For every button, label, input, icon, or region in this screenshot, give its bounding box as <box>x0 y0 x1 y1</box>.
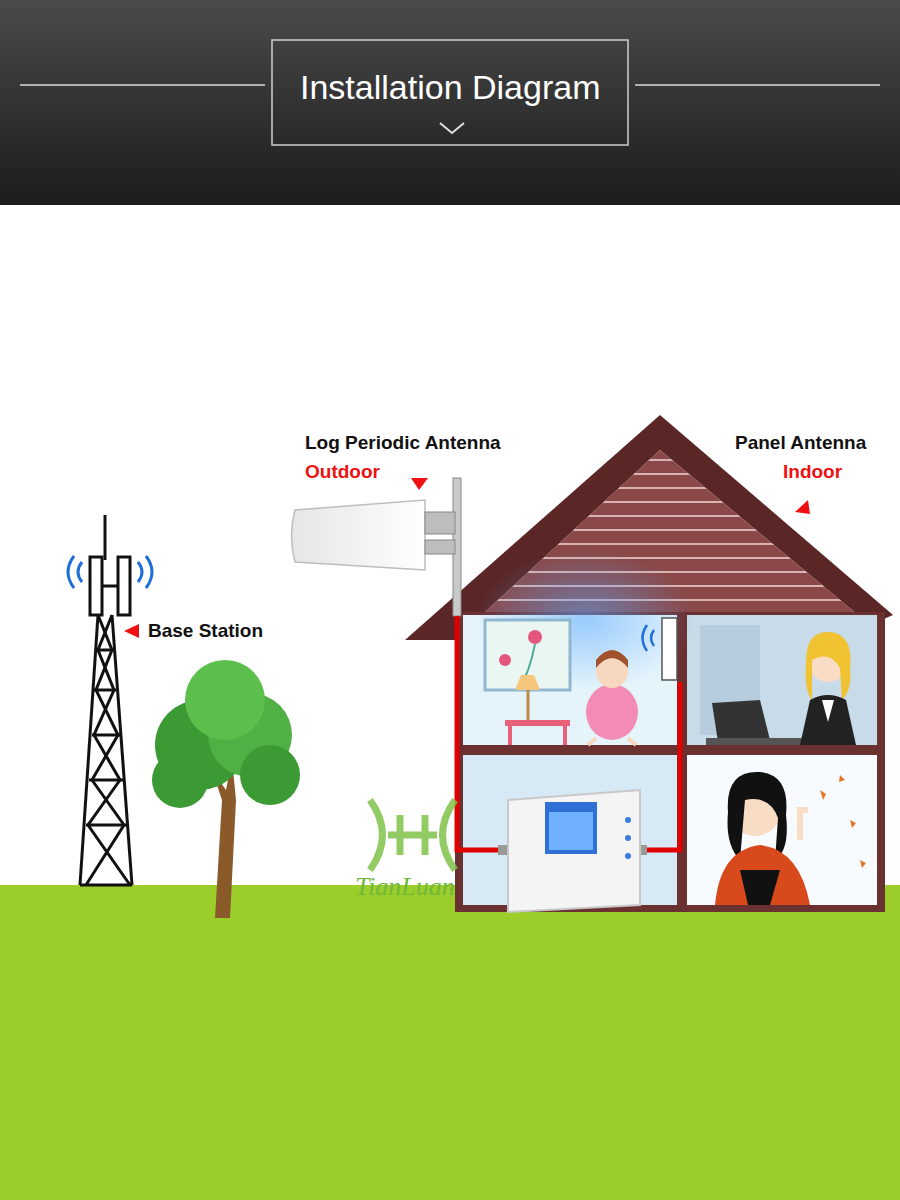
header-band <box>0 0 900 205</box>
part-label: Base Station <box>148 620 263 642</box>
tower <box>80 515 132 885</box>
grass <box>0 885 900 1200</box>
signal-waves <box>643 625 655 651</box>
location-label: Outdoor <box>305 461 380 483</box>
pointer-arrow <box>411 478 428 490</box>
office-worker <box>700 625 856 745</box>
tree <box>152 660 300 918</box>
pointer-arrow <box>124 624 139 638</box>
signal-waves <box>68 556 152 588</box>
header-rule <box>20 84 265 86</box>
part-label: Panel Antenna <box>735 432 866 454</box>
watermark-logo <box>370 800 455 870</box>
log-periodic-antenna <box>292 478 462 616</box>
chevron <box>440 123 464 133</box>
woman-on-phone <box>715 772 866 905</box>
location-label: Indoor <box>783 461 842 483</box>
header-rule <box>635 84 880 86</box>
pointer-arrow <box>795 500 810 514</box>
title-frame <box>272 40 628 145</box>
watermark: TianLuan <box>355 872 455 902</box>
panel-antenna <box>662 618 677 680</box>
coaxial-cable <box>457 616 680 850</box>
part-label: Log Periodic Antenna <box>305 432 501 454</box>
title-text: Installation Diagram <box>300 68 600 107</box>
child-room <box>485 620 638 745</box>
signal-repeater <box>498 790 647 912</box>
house <box>405 415 893 912</box>
